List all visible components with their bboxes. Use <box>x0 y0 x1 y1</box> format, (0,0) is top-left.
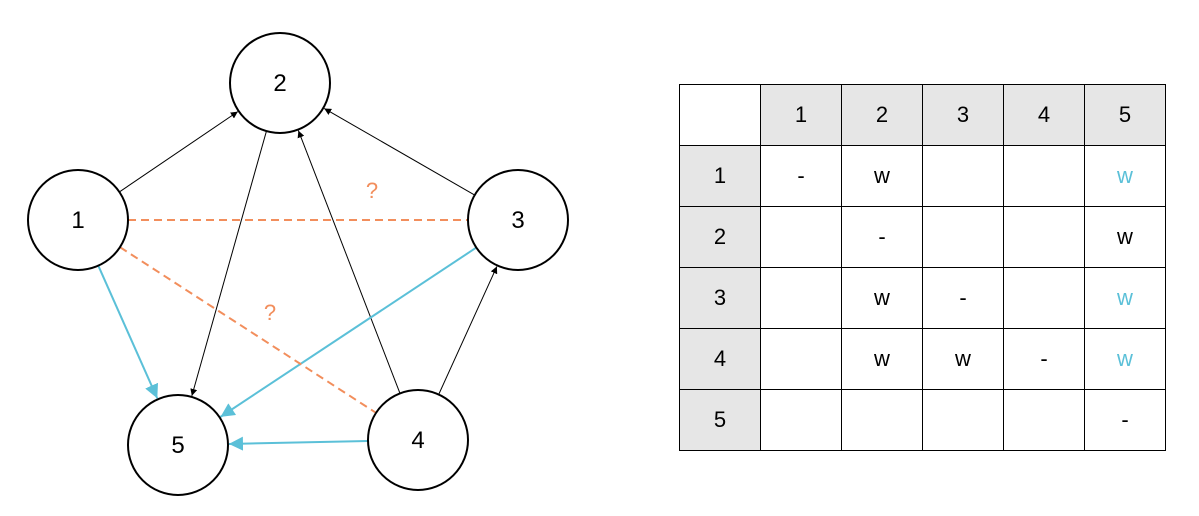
edge-3-2 <box>323 108 475 196</box>
edges-layer: ?? <box>97 108 498 451</box>
matrix-cell-4-1 <box>760 328 842 390</box>
matrix-cell-2-4 <box>1003 206 1085 268</box>
node-label: 2 <box>273 70 286 97</box>
matrix-cell-5-3 <box>922 389 1004 451</box>
node-circle <box>467 169 569 271</box>
node-label: 3 <box>511 207 524 234</box>
col-header-4: 4 <box>1003 84 1085 146</box>
matrix-cell-5-4 <box>1003 389 1085 451</box>
edge-1-5 <box>97 265 159 399</box>
matrix-cell-3-1 <box>760 267 842 329</box>
matrix-cell-2-5: w <box>1084 206 1166 268</box>
nodes-layer: 1 2 3 4 5 <box>27 32 569 496</box>
matrix-cell-3-5: w <box>1084 267 1166 329</box>
matrix-cell-3-4 <box>1003 267 1085 329</box>
row-header-2: 2 <box>679 206 761 268</box>
col-header-3: 3 <box>922 84 1004 146</box>
row-header-1: 1 <box>679 145 761 207</box>
matrix-cell-5-1 <box>760 389 842 451</box>
edge-1-4 <box>119 246 376 414</box>
row-header-5: 5 <box>679 389 761 451</box>
matrix-cell-1-2: w <box>841 145 923 207</box>
matrix-cell-5-2 <box>841 389 923 451</box>
matrix-cell-1-4 <box>1003 145 1085 207</box>
matrix-row-2: 2 - w <box>679 206 1166 268</box>
col-header-1: 1 <box>760 84 842 146</box>
node-label: 1 <box>71 207 84 234</box>
node-circle <box>27 169 129 271</box>
matrix-corner-cell <box>679 84 761 146</box>
row-header-4: 4 <box>679 328 761 390</box>
matrix-cell-3-3: - <box>922 267 1004 329</box>
node-3: 3 <box>467 169 569 271</box>
node-4: 4 <box>367 389 469 491</box>
row-header-3: 3 <box>679 267 761 329</box>
graph-diagram: ?? 1 2 3 4 5 <box>27 32 569 496</box>
node-1: 1 <box>27 169 129 271</box>
edge-4-2 <box>297 130 401 394</box>
matrix-cell-4-4: - <box>1003 328 1085 390</box>
matrix-cell-4-5: w <box>1084 328 1166 390</box>
col-header-2: 2 <box>841 84 923 146</box>
matrix-cell-2-2: - <box>841 206 923 268</box>
edge-1-2 <box>119 111 239 193</box>
node-2: 2 <box>229 32 331 134</box>
edge-4-3 <box>438 266 498 395</box>
node-circle <box>127 394 229 496</box>
matrix-cell-1-1: - <box>760 145 842 207</box>
col-header-5: 5 <box>1084 84 1166 146</box>
matrix-cell-4-3: w <box>922 328 1004 390</box>
edge-label-1-3: ? <box>366 178 378 203</box>
edge-4-5 <box>228 436 369 451</box>
node-label: 5 <box>171 432 184 459</box>
matrix-cell-2-1 <box>760 206 842 268</box>
matrix-cell-1-3 <box>922 145 1004 207</box>
matrix-cell-1-5: w <box>1084 145 1166 207</box>
matrix-cell-2-3 <box>922 206 1004 268</box>
node-5: 5 <box>127 394 229 496</box>
node-label: 4 <box>411 427 424 454</box>
matrix-cell-4-2: w <box>841 328 923 390</box>
edge-2-5 <box>190 130 267 397</box>
node-circle <box>229 32 331 134</box>
matrix-row-5: 5- <box>679 389 1166 451</box>
matrix-cell-5-5: - <box>1084 389 1166 451</box>
edge-label-1-4: ? <box>264 300 276 325</box>
node-circle <box>367 389 469 491</box>
edge-3-5 <box>219 246 477 418</box>
matrix-cell-3-2: w <box>841 267 923 329</box>
